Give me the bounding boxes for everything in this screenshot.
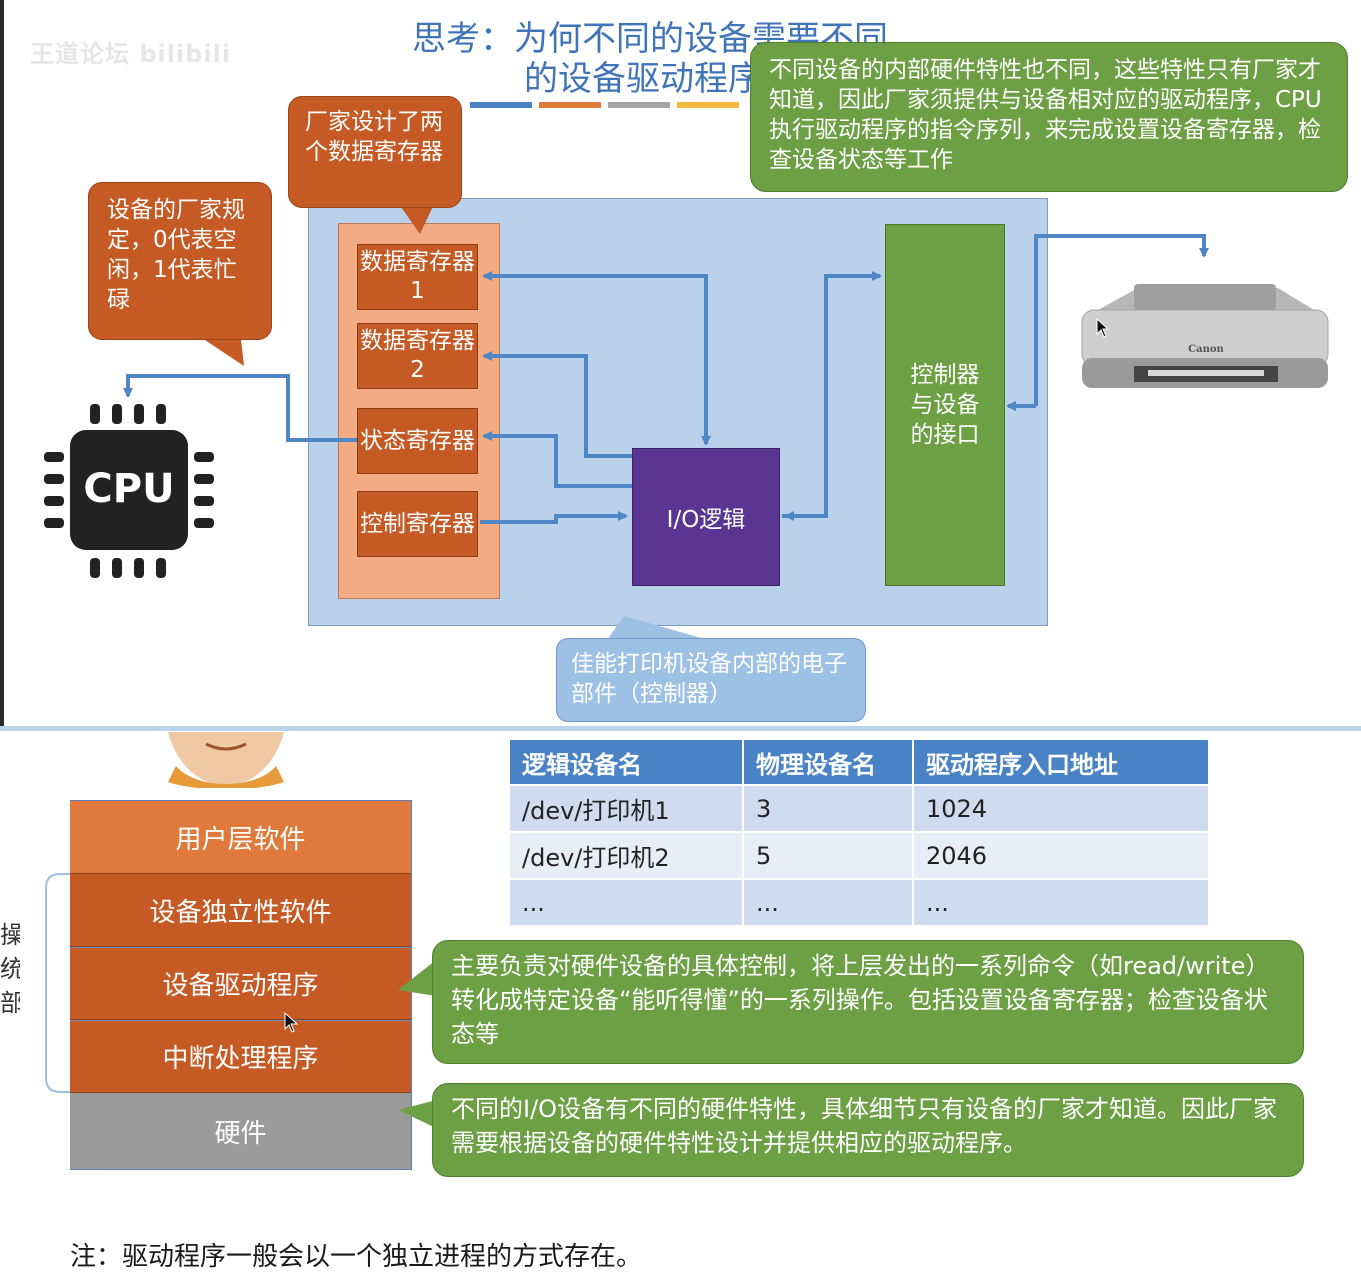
printer-icon [1081,284,1329,388]
callout-tail-driver [398,960,436,996]
arrow-io-data2 [482,351,632,458]
title-underline-4 [677,102,739,108]
table-cell: ... [508,878,744,927]
side-text-1: 操 [0,921,20,949]
arrow-io-status [482,431,632,488]
driver-mapping-table: 逻辑设备名 物理设备名 驱动程序入口地址 /dev/打印机1 3 1024 /d… [508,738,1210,927]
callout-tail-controller [604,616,722,644]
side-text-3: 部 [0,989,20,1017]
callout-driver-role: 主要负责对硬件设备的具体控制，将上层发出的一系列命令（如read/write）转… [432,940,1304,1064]
mouse-cursor-icon-2 [284,1012,299,1033]
watermark: 王道论坛 bilibili [30,40,232,68]
data-register-2: 数据寄存器2 [357,323,478,389]
avatar [168,732,284,788]
status-register: 状态寄存器 [357,408,478,474]
arrow-status-to-cpu [123,374,357,442]
table-cell: /dev/打印机1 [508,784,744,833]
arrow-io-interface [782,271,882,518]
th-entry-address: 驱动程序入口地址 [912,738,1210,786]
title-underline-3 [608,102,670,108]
callout-controller-note: 佳能打印机设备内部的电子部件（控制器） [556,638,866,722]
table-cell: 1024 [912,784,1210,833]
table-row: /dev/打印机1 3 1024 [508,784,1210,833]
side-text-2: 统 [0,955,20,983]
layer-interrupt-handler: 中断处理程序 [70,1020,411,1093]
layer-hardware: 硬件 [70,1093,411,1169]
callout-tail-hardware [398,1100,436,1128]
callout-vendor-driver: 不同的I/O设备有不同的硬件特性，具体细节只有设备的厂家才知道。因此厂家需要根据… [432,1083,1304,1177]
callout-vendor-registers: 厂家设计了两个数据寄存器 [288,96,462,208]
arrow-device-printer [1034,234,1209,406]
th-physical-name: 物理设备名 [742,738,914,786]
printer-brand: Canon [1188,344,1224,355]
table-cell: 3 [742,784,914,833]
table-header-row: 逻辑设备名 物理设备名 驱动程序入口地址 [508,738,1210,786]
arrows-layer [123,234,1209,524]
table-cell: 5 [742,831,914,880]
layer-device-independent: 设备独立性软件 [70,874,411,947]
table-cell: /dev/打印机2 [508,831,744,880]
device-interface-box: 控制器与设备的接口 [885,224,1005,586]
th-logical-name: 逻辑设备名 [508,738,744,786]
os-brace [45,873,72,1093]
cpu-label: CPU [83,466,175,512]
cpu-chip-icon [44,404,214,578]
title-underline-2 [539,102,601,108]
layer-user-software: 用户层软件 [70,801,411,874]
table-row: ... ... ... [508,878,1210,927]
data-register-1: 数据寄存器1 [357,244,478,310]
slide-divider [0,726,1361,731]
io-logic-box: I/O逻辑 [632,448,780,586]
arrow-control-io [480,511,628,524]
callout-tail-vendor [396,200,436,234]
title-underline-1 [470,102,532,108]
device-interface-label: 控制器与设备的接口 [910,362,980,448]
table-row: /dev/打印机2 5 2046 [508,831,1210,880]
title-line2: 的设备驱动程序 [524,59,762,99]
table-cell: ... [912,878,1210,927]
callout-status-rule: 设备的厂家规定，0代表空闲，1代表忙碌 [88,182,272,340]
table-cell: 2046 [912,831,1210,880]
control-register: 控制寄存器 [357,491,478,557]
mouse-cursor-icon [1096,318,1110,338]
layer-device-driver: 设备驱动程序 [70,947,411,1020]
footnote: 注：驱动程序一般会以一个独立进程的方式存在。 [70,1242,643,1272]
callout-hardware-diff: 不同设备的内部硬件特性也不同，这些特性只有厂家才知道，因此厂家须提供与设备相对应… [750,42,1348,192]
window-edge [0,0,4,730]
table-cell: ... [742,878,914,927]
